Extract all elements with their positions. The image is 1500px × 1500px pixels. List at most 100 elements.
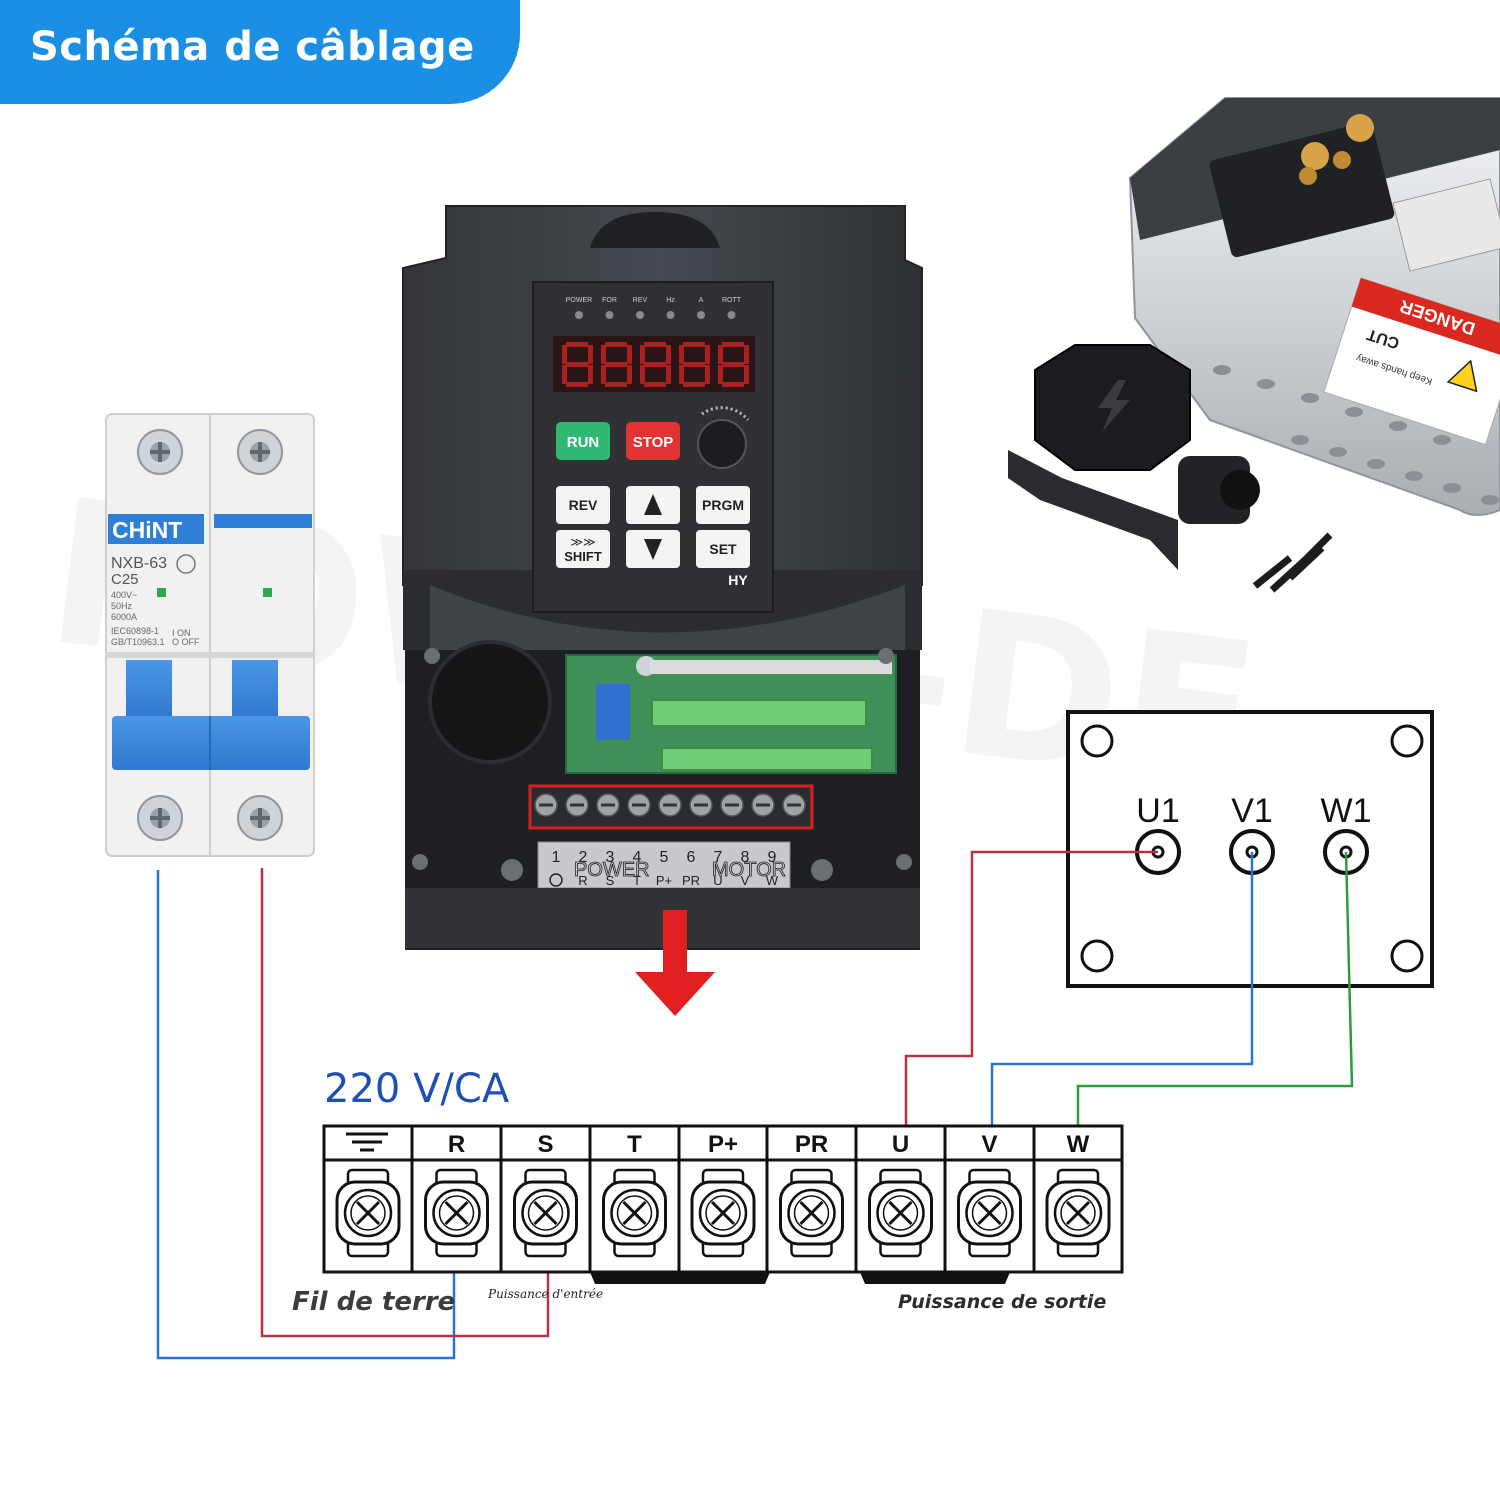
run-button[interactable]: RUN [556, 422, 610, 460]
motor-terminal-label: V1 [1231, 792, 1273, 830]
title-text: Schéma de câblage [30, 24, 475, 70]
led-digit [640, 342, 671, 387]
wire-green-w [1076, 851, 1354, 1126]
terminal-screw [690, 1168, 756, 1258]
indicator-led [636, 311, 644, 319]
indicator-label: ROTT [722, 297, 742, 304]
breaker-spec-1: 400V~ [111, 590, 137, 600]
rev-button[interactable]: REV [556, 486, 610, 524]
wire-red-u [904, 850, 1158, 1126]
shift-button-label: SHIFT [564, 549, 602, 564]
terminal-screw [602, 1168, 667, 1258]
terminal-screw [513, 1168, 578, 1258]
plate-code: R [578, 873, 587, 888]
terminal-label: S [537, 1131, 553, 1158]
plate-code: W [766, 873, 779, 888]
breaker-off-legend: O OFF [172, 637, 200, 647]
terminal-screws [534, 793, 806, 817]
breaker-spec-5: GB/T10963.1 [111, 637, 165, 647]
plate-code: PR [682, 873, 700, 888]
terminal-label: T [627, 1131, 642, 1158]
plate-number: 5 [660, 849, 669, 866]
inverter-label-power: POWER [574, 859, 650, 881]
output-power-label: Puissance de sortie [898, 1291, 1106, 1313]
up-button[interactable] [626, 486, 680, 524]
led-digit [718, 342, 749, 387]
terminal-screw [335, 1168, 401, 1258]
terminal-label: R [448, 1131, 465, 1158]
plate-code: V [741, 873, 750, 888]
danger-sticker: DANGER CUT Keep hands away [1323, 277, 1500, 446]
set-button[interactable]: SET [696, 530, 750, 568]
screw-icon [137, 429, 183, 475]
junction-box [1008, 344, 1260, 570]
indicator-label: Hz [666, 297, 675, 304]
breaker-toggle[interactable] [112, 660, 310, 770]
breaker-spec-3: 6000A [111, 612, 137, 622]
earth-wire-label: Fil de terre [292, 1287, 455, 1317]
plate-number: 1 [552, 849, 561, 866]
indicator-label: FOR [602, 297, 617, 304]
breaker-model: NXB-63 [111, 555, 167, 572]
rev-button-label: REV [569, 497, 598, 513]
run-button-label: RUN [567, 434, 600, 451]
indicator-led [605, 311, 614, 319]
indicator-led [727, 311, 736, 319]
shift-button[interactable]: ≫≫ SHIFT [556, 530, 610, 568]
plate-number: 7 [714, 849, 723, 866]
motor-terminal-box: U1 V1 W1 [1066, 710, 1434, 988]
screw-icon [237, 795, 283, 841]
screws-icon [1252, 532, 1333, 593]
relay-icon [596, 684, 630, 740]
plate-number: 4 [633, 849, 642, 866]
lightning-icon [1098, 380, 1130, 432]
terminal-screw [957, 1168, 1022, 1258]
indicator-label: POWER [566, 297, 592, 304]
wire-red-input [260, 868, 550, 1338]
title-banner: Schéma de câblage [0, 0, 520, 104]
plate-code: P+ [656, 873, 672, 888]
indicator-led [575, 311, 583, 319]
screw-icon [237, 429, 283, 475]
arrow-down-icon [644, 539, 662, 560]
mounting-holes [1213, 365, 1499, 505]
breaker-on-legend: I ON [172, 628, 191, 638]
prgm-button-label: PRGM [702, 497, 744, 513]
input-power-label: Puissance d'entrée [487, 1287, 603, 1301]
fan-icon [428, 640, 552, 764]
terminal-screw [868, 1168, 933, 1258]
ccc-mark-icon [176, 554, 196, 574]
stop-button-label: STOP [633, 434, 674, 451]
terminal-screw [779, 1168, 844, 1258]
breaker-spec-2: 50Hz [111, 601, 133, 611]
down-button[interactable] [626, 530, 680, 568]
indicator-led [666, 311, 675, 319]
prgm-button[interactable]: PRGM [696, 486, 750, 524]
motor-terminal-label: U1 [1136, 792, 1179, 830]
wire-blue-v [990, 852, 1254, 1126]
circuit-breaker: CHiNT NXB-63 C25 400V~ 50Hz 6000A IEC608… [105, 413, 315, 857]
breaker-brand: CHiNT [112, 517, 182, 543]
motor-terminal-label: W1 [1321, 792, 1372, 830]
inverter-label-motor: MOTOR [712, 859, 786, 881]
wire-blue-earth [156, 870, 456, 1360]
terminal-label: PR [795, 1131, 828, 1158]
breaker-rating: C25 [111, 571, 139, 588]
indicator-label: REV [633, 297, 648, 304]
wires [156, 850, 1354, 1360]
ground-icon [549, 873, 563, 887]
plate-number: 9 [768, 849, 777, 866]
spindle-motor: DANGER CUT Keep hands away [1128, 97, 1500, 516]
plate-code: T [633, 873, 641, 888]
inverter-brand: HY [728, 572, 748, 588]
voltage-label: 220 V/CA [324, 1066, 510, 1112]
arrow-down-indicator [635, 910, 715, 1016]
stop-button[interactable]: STOP [626, 422, 680, 460]
speed-knob[interactable] [697, 406, 750, 469]
terminal-screw [1045, 1168, 1111, 1258]
ground-icon [346, 1132, 388, 1152]
